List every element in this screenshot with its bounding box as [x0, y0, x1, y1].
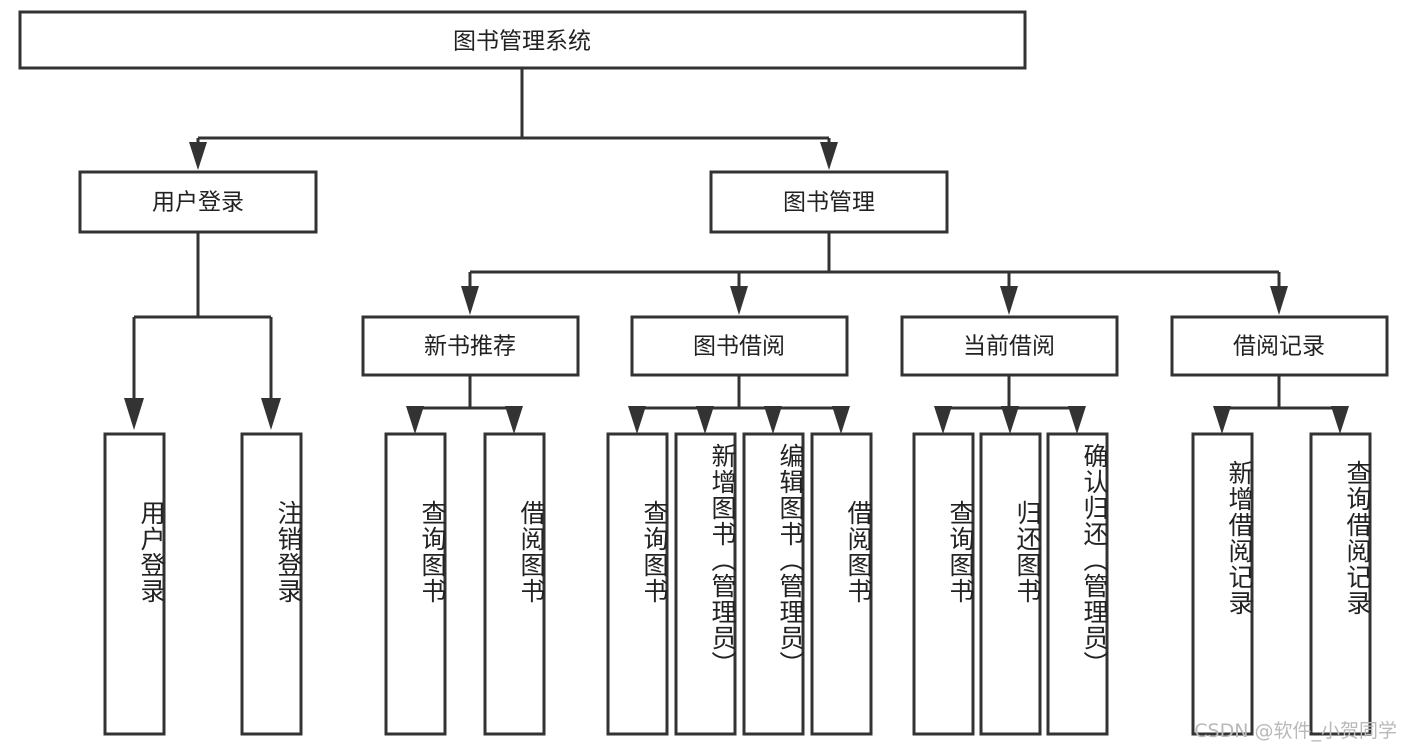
node-book-management-label: 图书管理	[783, 190, 875, 216]
arrowhead-login	[189, 142, 207, 170]
arrowhead-bookborrow-leaf2	[696, 406, 714, 434]
arrowhead-currentborrow-leaf2	[1001, 406, 1019, 434]
node-book-management[interactable]: 图书管理	[709, 170, 949, 234]
node-book-management-box[interactable]	[709, 170, 949, 234]
leaf-box-user-login-0[interactable]	[103, 432, 166, 736]
leaf-box-book-borrow-3[interactable]	[810, 432, 873, 736]
arrowhead-bookborrow	[730, 286, 748, 315]
arrowhead-currentborrow-leaf3	[1068, 406, 1086, 434]
node-current-borrow-label: 当前借阅	[963, 334, 1055, 360]
arrowhead-borrowrecord-leaf2	[1331, 406, 1349, 434]
leaf-box-current-borrow-2[interactable]	[1046, 432, 1109, 736]
node-root[interactable]: 图书管理系统	[18, 10, 1027, 70]
leaf-box-book-borrow-2[interactable]	[742, 432, 805, 736]
arrowhead-borrowrecord-leaf1	[1213, 406, 1231, 434]
node-root-box[interactable]	[18, 10, 1027, 70]
node-current-borrow-box[interactable]	[900, 315, 1119, 377]
node-new-book-recommend-box[interactable]	[361, 315, 580, 377]
node-user-login-label: 用户登录	[152, 190, 244, 216]
leaf-box-book-borrow-0[interactable]	[606, 432, 669, 736]
node-borrow-record[interactable]: 借阅记录	[1170, 315, 1389, 377]
arrowhead-login-leaf1	[124, 398, 144, 430]
leaf-box-book-borrow-1[interactable]	[674, 432, 737, 736]
node-new-book-recommend[interactable]: 新书推荐	[361, 315, 580, 377]
arrowhead-newbook-leaf1	[406, 406, 424, 434]
leaf-box-current-borrow-0[interactable]	[912, 432, 975, 736]
arrowhead-newbook	[461, 286, 479, 315]
leaf-box-new-book-recommend-0[interactable]	[384, 432, 447, 736]
watermark-label: CSDN @软件_小贺同学	[1194, 720, 1397, 742]
arrowhead-bookmgmt	[820, 142, 838, 170]
arrowhead-bookborrow-leaf4	[832, 406, 850, 434]
node-borrow-record-label: 借阅记录	[1233, 334, 1325, 360]
leaf-box-borrow-record-1[interactable]	[1309, 432, 1372, 736]
node-book-borrow-box[interactable]	[630, 315, 849, 377]
node-book-borrow-label: 图书借阅	[693, 334, 785, 360]
arrowhead-currentborrow	[1000, 286, 1018, 315]
node-current-borrow[interactable]: 当前借阅	[900, 315, 1119, 377]
arrowhead-bookborrow-leaf3	[764, 406, 782, 434]
node-book-borrow[interactable]: 图书借阅	[630, 315, 849, 377]
node-root-label: 图书管理系统	[453, 29, 591, 55]
arrowhead-bookborrow-leaf1	[628, 406, 646, 434]
arrowhead-newbook-leaf2	[505, 406, 523, 434]
node-borrow-record-box[interactable]	[1170, 315, 1389, 377]
leaf-box-borrow-record-0[interactable]	[1191, 432, 1254, 736]
leaf-box-current-borrow-1[interactable]	[979, 432, 1042, 736]
node-new-book-recommend-label: 新书推荐	[424, 334, 516, 360]
node-user-login[interactable]: 用户登录	[78, 170, 318, 234]
arrowhead-login-leaf2	[261, 398, 281, 430]
arrowhead-borrowrecord	[1270, 286, 1288, 315]
leaf-box-user-login-1[interactable]	[240, 432, 303, 736]
leaf-box-new-book-recommend-1[interactable]	[483, 432, 546, 736]
arrowhead-currentborrow-leaf1	[934, 406, 952, 434]
